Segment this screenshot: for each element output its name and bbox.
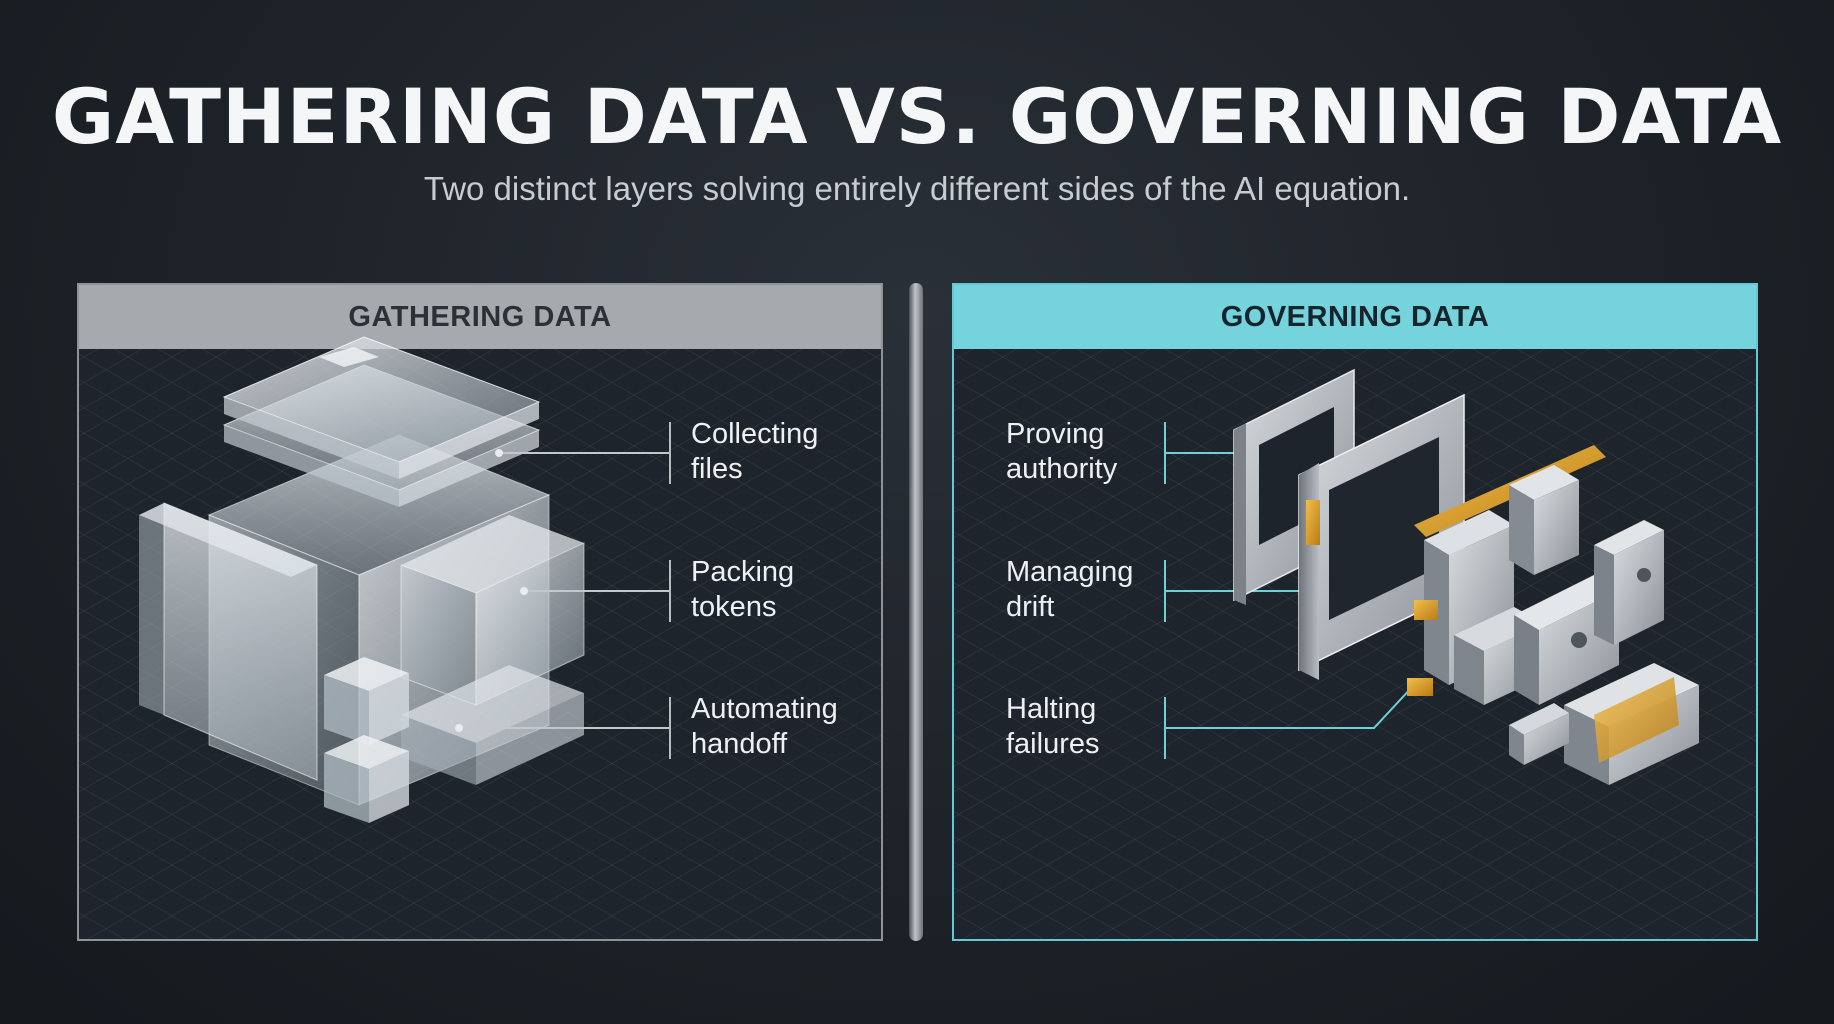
label-tick xyxy=(1164,560,1166,622)
glass-blocks-illustration xyxy=(139,336,669,823)
center-divider xyxy=(909,283,923,941)
page-title: GATHERING DATA VS. GOVERNING DATA xyxy=(51,72,1783,161)
governing-data-header: GOVERNING DATA xyxy=(954,285,1756,349)
label-tick xyxy=(669,697,671,759)
gathering-data-panel: GATHERING DATA xyxy=(77,283,883,941)
label-tick xyxy=(669,422,671,484)
governing-data-panel: GOVERNING DATA Proving authority Managin… xyxy=(952,283,1758,941)
collecting-files-label: Collecting files xyxy=(691,418,819,485)
proving-authority-label: Proving authority xyxy=(1006,418,1118,485)
label-tick xyxy=(1164,422,1166,484)
managing-drift-label: Managing drift xyxy=(1006,556,1134,623)
metal-mechanism-illustration xyxy=(1166,368,1699,785)
halting-failures-label: Halting failures xyxy=(1006,693,1100,760)
packing-tokens-label: Packing tokens xyxy=(691,556,795,623)
label-tick xyxy=(669,560,671,622)
page-subtitle: Two distinct layers solving entirely dif… xyxy=(423,170,1411,207)
gathering-data-header: GATHERING DATA xyxy=(79,285,881,349)
label-tick xyxy=(1164,697,1166,759)
automating-handoff-label: Automating handoff xyxy=(691,693,838,760)
